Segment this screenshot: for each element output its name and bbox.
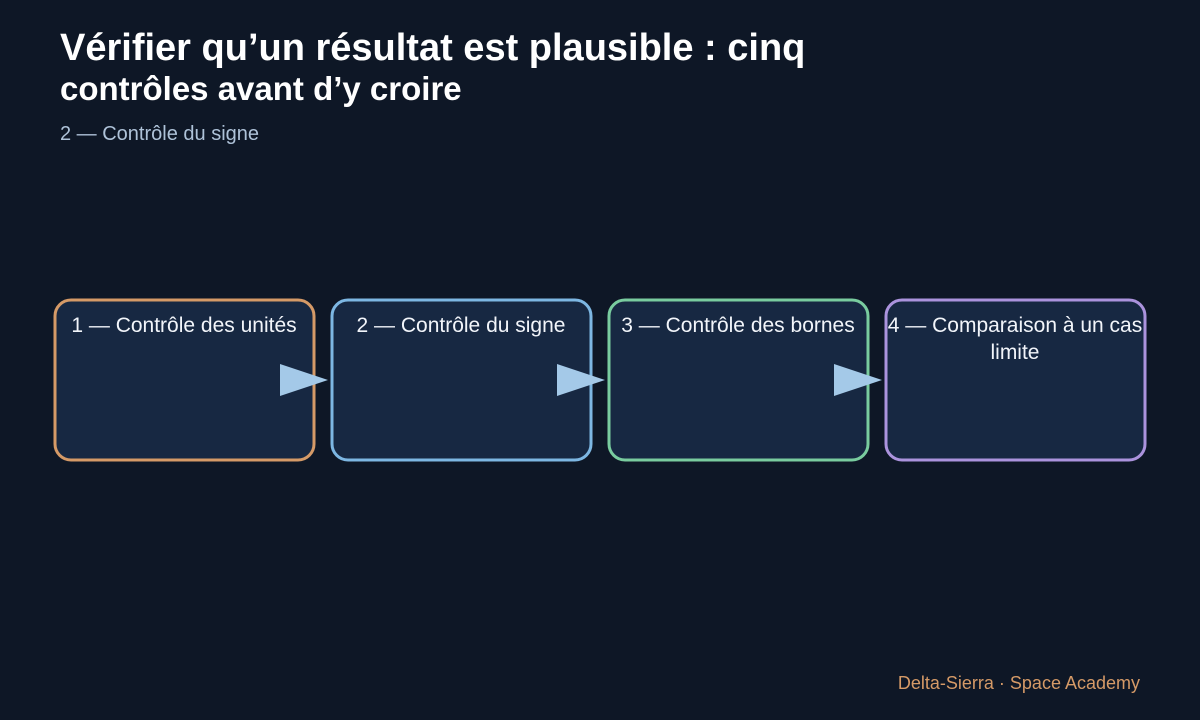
footer-credit: Delta-Sierra · Space Academy <box>897 673 1140 693</box>
step-label-3: 3 — Contrôle des bornes <box>621 314 855 337</box>
title-line-1: Vérifier qu’un résultat est plausible : … <box>60 27 806 69</box>
title-line-2: contrôles avant d’y croire <box>60 70 462 107</box>
step-box-4 <box>884 298 1147 462</box>
step-label-1: 1 — Contrôle des unités <box>71 314 297 337</box>
arrow-3-to-4-icon <box>834 364 882 396</box>
step-label-2: 2 — Contrôle du signe <box>356 314 566 337</box>
arrow-2-to-3-icon <box>557 364 605 396</box>
step-label-4: 4 — Comparaison à un cas limite <box>887 314 1143 364</box>
page-subtitle: 2 — Contrôle du signe <box>60 123 260 145</box>
page-title: Vérifier qu’un résultat est plausible : … <box>60 26 1060 108</box>
arrow-1-to-2-icon <box>280 364 328 396</box>
